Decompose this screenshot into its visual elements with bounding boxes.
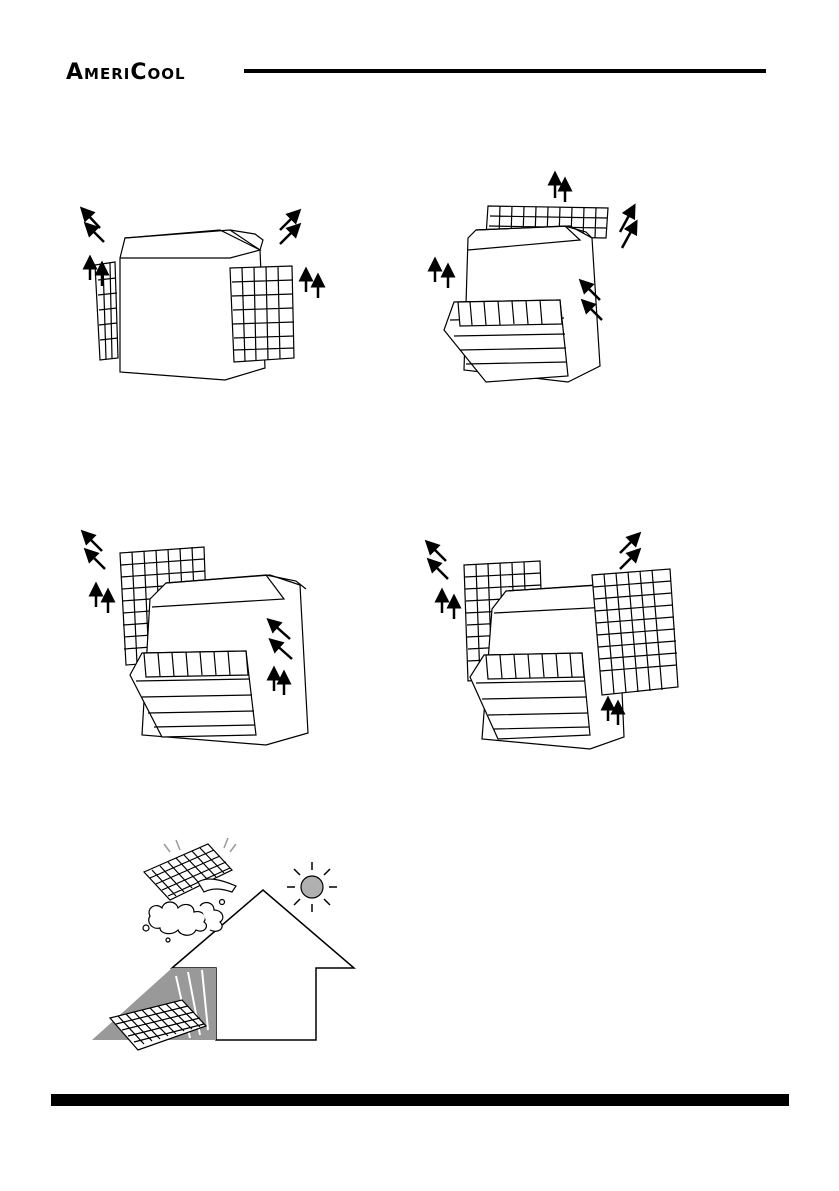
brand-text-ool: OOL	[148, 65, 186, 83]
unit-side-filters-icon	[70, 200, 340, 390]
unit-back-right-front-filters-icon	[420, 525, 700, 745]
filter-cleaning-drying-icon	[80, 830, 370, 1050]
brand-letter-a: A	[66, 60, 84, 85]
footer-rule	[51, 1094, 789, 1106]
brand-letter-c: C	[130, 60, 147, 85]
unit-top-front-filters-icon	[420, 170, 650, 390]
unit-back-front-filters-icon	[70, 525, 340, 745]
brand-logo: AMERICOOL	[66, 60, 186, 85]
brand-text-meri: MERI	[84, 65, 130, 83]
header-rule	[244, 69, 766, 73]
